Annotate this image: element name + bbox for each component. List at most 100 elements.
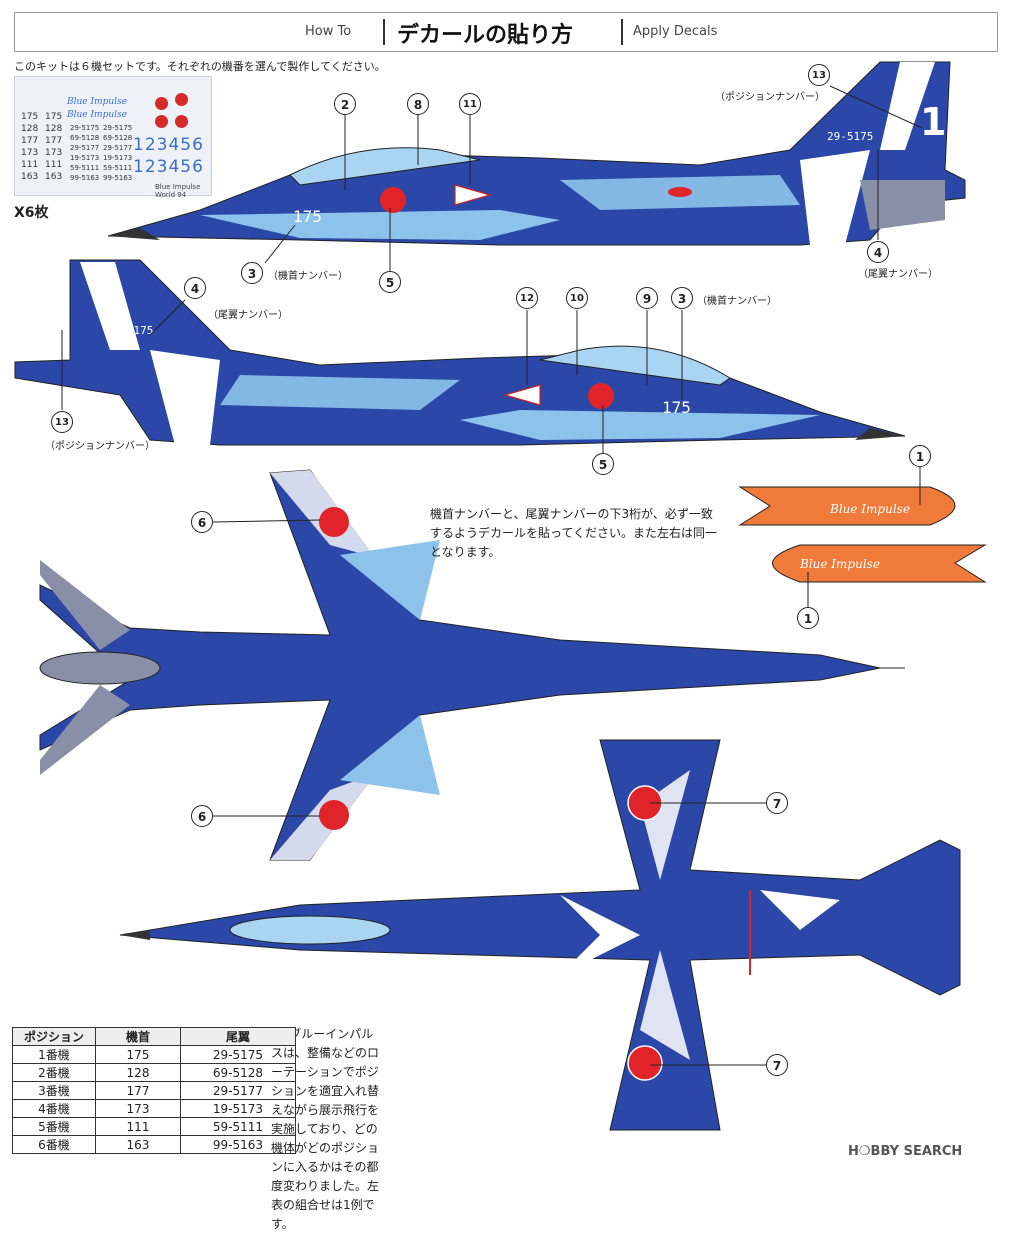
sheet-number: 111 <box>45 160 63 170</box>
table-cell: 4番機 <box>12 1099 96 1118</box>
sheet-serial: 19-5173 <box>103 154 133 162</box>
callout-6: 6 <box>191 805 213 827</box>
callout-12: 12 <box>516 287 538 309</box>
sheet-multiplier: X6枚 <box>14 205 49 221</box>
nose-number-label: （機首ナンバー） <box>268 271 348 282</box>
how-to-label: How To <box>305 24 352 39</box>
sheet-roundel <box>175 115 188 128</box>
sheet-number: 177 <box>21 136 39 146</box>
sheet-script: Blue Impulse <box>67 97 127 107</box>
callout-3: 3 <box>241 262 263 284</box>
callout-13: 13 <box>51 411 73 433</box>
header-bar: How To デカールの貼り方 Apply Decals <box>14 12 998 52</box>
callout-10: 10 <box>566 287 588 309</box>
sheet-number: 111 <box>21 160 39 170</box>
leader-lines <box>61 85 923 1066</box>
sheet-roundel <box>155 115 168 128</box>
callout-1: 1 <box>797 607 819 629</box>
sheet-number: 173 <box>45 148 63 158</box>
table-header-row: ポジション 機首 尾翼 <box>12 1027 296 1046</box>
sheet-serial: 59-5111 <box>103 164 133 172</box>
sheet-serial: 99-5163 <box>70 174 100 182</box>
sheet-number: 175 <box>45 112 63 122</box>
sheet-roundel <box>155 97 168 110</box>
table-cell: 6番機 <box>12 1135 96 1154</box>
sheet-col-1: 175 128 177 173 111 163 <box>21 111 38 183</box>
drop-tank-lower: Blue Impulse <box>772 544 987 583</box>
table-row: 1番機 175 29-5175 <box>12 1045 296 1064</box>
side-view-left: 175 29-5175 1 <box>107 61 966 246</box>
sheet-number: 175 <box>21 112 39 122</box>
table-cell: 29-5177 <box>180 1081 296 1100</box>
callout-13: 13 <box>808 64 830 86</box>
header-divider <box>621 19 623 45</box>
table-row: 5番機 111 59-5111 <box>12 1117 296 1136</box>
table-header-cell: ポジション <box>12 1027 96 1046</box>
table-row: 3番機 177 29-5177 <box>12 1081 296 1100</box>
callout-3: 3 <box>671 287 693 309</box>
table-header-cell: 尾翼 <box>180 1027 296 1046</box>
tank-script: Blue Impulse <box>829 502 910 516</box>
sheet-number: 128 <box>45 124 63 134</box>
sheet-roundel <box>175 93 188 106</box>
table-cell: 1番機 <box>12 1045 96 1064</box>
sheet-number: 177 <box>45 136 63 146</box>
table-header-cell: 機首 <box>95 1027 181 1046</box>
sheet-serial: 29-5175 <box>70 124 100 132</box>
callout-4: 4 <box>184 277 206 299</box>
sheet-col-2: 175 128 177 173 111 163 <box>45 111 62 183</box>
sheet-number: 163 <box>21 172 39 182</box>
callout-7: 7 <box>766 792 788 814</box>
callout-7: 7 <box>766 1054 788 1076</box>
aircraft-drawings: 175 29-5175 1 175 29-5175 1 Blue Impulse… <box>14 61 987 1131</box>
callout-4: 4 <box>867 241 889 263</box>
table-cell: 3番機 <box>12 1081 96 1100</box>
position-number-label: （ポジションナンバー） <box>45 441 155 452</box>
nose-number-label: （機首ナンバー） <box>697 296 777 307</box>
sheet-script: Blue Impulse <box>67 110 127 120</box>
sheet-footer: Blue Impulse World 94 <box>155 183 201 199</box>
sheet-number: 128 <box>21 124 39 134</box>
position-number-label: （ポジションナンバー） <box>715 92 825 103</box>
tail-position-marking: 1 <box>920 100 946 144</box>
sheet-serial: 19-5173 <box>70 154 100 162</box>
table-cell: 29-5175 <box>180 1045 296 1064</box>
top-view <box>39 469 905 861</box>
apply-decals-label: Apply Decals <box>633 24 718 39</box>
sheet-number: 163 <box>45 172 63 182</box>
table-cell: 177 <box>95 1081 181 1100</box>
tail-position-marking: 1 <box>45 295 71 339</box>
sheet-serial: 99-5163 <box>103 174 133 182</box>
nose-number-marking: 175 <box>293 207 322 226</box>
drop-tank-upper: Blue Impulse <box>738 486 956 526</box>
placement-note: 機首ナンバーと、尾翼ナンバーの下3桁が、必ず一致するようデカールを貼ってください… <box>430 507 718 559</box>
table-cell: 69-5128 <box>180 1063 296 1082</box>
sheet-serial: 29-5177 <box>70 144 100 152</box>
decal-sheet: 175 128 177 173 111 163 175 128 177 173 … <box>14 76 212 199</box>
table-row: 2番機 128 69-5128 <box>12 1063 296 1082</box>
intro-text: このキットは６機セットです。それぞれの機番を選んで製作してください。 <box>14 60 386 73</box>
table-cell: 175 <box>95 1045 181 1064</box>
watermark: H❍BBY SEARCH <box>848 1144 963 1159</box>
page-title: デカールの貼り方 <box>397 23 574 48</box>
sheet-serial: 69-5128 <box>103 134 133 142</box>
table-cell: 5番機 <box>12 1117 96 1136</box>
nose-number-marking: 175 <box>662 398 691 417</box>
table-cell: 59-5111 <box>180 1117 296 1136</box>
callout-5: 5 <box>592 453 614 475</box>
table-cell: 173 <box>95 1099 181 1118</box>
table-row: 6番機 163 99-5163 <box>12 1135 296 1154</box>
sheet-serial: 59-5111 <box>70 164 100 172</box>
position-table: ポジション 機首 尾翼 1番機 175 29-5175 2番機 128 69-5… <box>12 1027 296 1154</box>
sheet-col-4: 29-5175 69-5128 29-5177 19-5173 59-5111 … <box>103 123 132 183</box>
sheet-serial: 29-5175 <box>103 124 133 132</box>
table-row: 4番機 173 19-5173 <box>12 1099 296 1118</box>
tail-number-label: （尾翼ナンバー） <box>858 269 938 280</box>
sheet-col-3: 29-5175 69-5128 29-5177 19-5173 59-5111 … <box>70 123 99 183</box>
callout-2: 2 <box>334 93 356 115</box>
table-cell: 2番機 <box>12 1063 96 1082</box>
sheet-big-digits: 123456 <box>133 157 204 177</box>
callout-8: 8 <box>407 93 429 115</box>
sheet-serial: 69-5128 <box>70 134 100 142</box>
tail-serial-marking: 29-5175 <box>107 324 153 337</box>
